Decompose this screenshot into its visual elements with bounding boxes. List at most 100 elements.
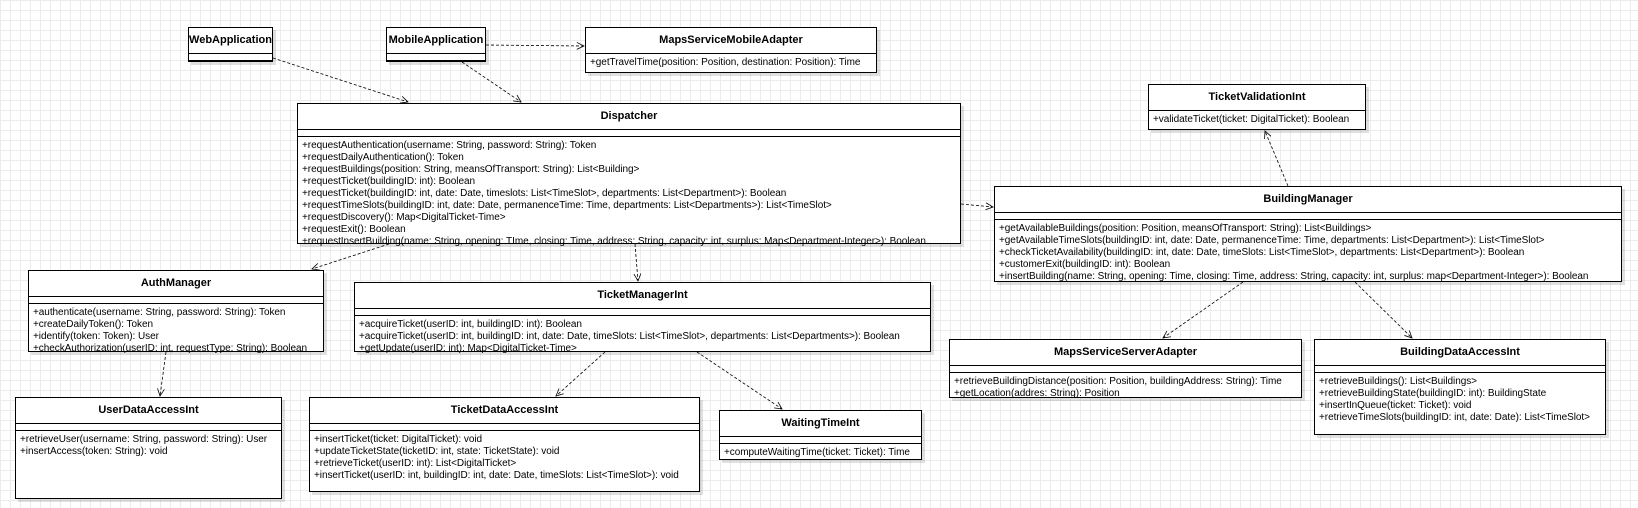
operation: +acquireTicket(userID: int, buildingID: … [359,319,582,330]
attributes-compartment [310,424,699,431]
operation: +requestTimeSlots(buildingID: int, date:… [302,200,832,211]
operation: +requestBuildings(position: String, mean… [302,164,640,175]
operation: +retrieveBuildings(): List<Buildings> [1319,376,1477,387]
class-dispatcher[interactable]: Dispatcher +requestAuthentication(userna… [297,103,961,247]
attributes-compartment [355,309,930,316]
operation: +checkAuthorization(userID: int, request… [33,343,307,354]
operation: +createDailyToken(): Token [33,319,153,330]
open-arrowhead [1162,330,1171,339]
operation: +requestInsertBuilding(name: String, ope… [302,236,926,247]
attributes-compartment [29,297,323,304]
operation: +identify(token: Token): User [33,331,159,342]
operation: +checkTicketAvailability(buildingID: int… [999,247,1525,258]
operation: +getUpdate(userID: int): Map<DigitalTick… [359,343,577,354]
operation: +computeWaitingTime(ticket: Ticket): Tim… [724,447,910,458]
attributes-compartment [995,213,1621,220]
operation: +getAvailableTimeSlots(buildingID: int, … [999,235,1545,246]
class-building-data-access-int[interactable]: BuildingDataAccessInt +retrieveBuildings… [1314,339,1606,435]
operations-compartment: +computeWaitingTime(ticket: Ticket): Tim… [720,444,921,461]
operations-compartment: +acquireTicket(userID: int, buildingID: … [355,316,930,357]
operations-compartment: +validateTicket(ticket: DigitalTicket): … [1149,111,1365,128]
operation: +retrieveUser(username: String, password… [20,434,268,445]
class-web-application[interactable]: WebApplication [188,27,273,62]
operation: +insertInQueue(ticket: Ticket): void [1319,400,1472,411]
operations-compartment: +getAvailableBuildings(position: Positio… [995,220,1621,285]
dependency-arrow [960,202,994,211]
class-name: TicketDataAccessInt [310,398,699,424]
dependency-arrow [1354,281,1413,339]
dependency-arrow [696,351,783,410]
class-name: MapsServiceServerAdapter [950,340,1301,366]
class-ticket-validation-int[interactable]: TicketValidationInt +validateTicket(tick… [1148,84,1366,130]
class-building-manager[interactable]: BuildingManager +getAvailableBuildings(p… [994,186,1622,282]
operation: +getTravelTime(position: Position, desti… [590,57,861,68]
dependency-line [696,351,783,410]
open-arrowhead [633,273,642,282]
dependency-line [555,351,606,397]
class-name: AuthManager [29,271,323,297]
attributes-compartment [950,366,1301,373]
operations-compartment [189,61,272,66]
dependency-arrow [461,61,522,103]
operation: +retrieveBuildingState(buildingID: int):… [1319,388,1547,399]
operation: +insertAccess(token: String): void [20,446,168,457]
dependency-line [272,57,409,103]
class-user-data-access-int[interactable]: UserDataAccessInt +retrieveUser(username… [15,397,282,499]
operation: +getAvailableBuildings(position: Positio… [999,223,1372,234]
attributes-compartment [298,130,960,137]
class-waiting-time-int[interactable]: WaitingTimeInt +computeWaitingTime(ticke… [719,410,922,460]
dependency-line [1264,130,1289,187]
class-ticket-manager-int[interactable]: TicketManagerInt +acquireTicket(userID: … [354,282,931,354]
class-maps-service-server-adapter[interactable]: MapsServiceServerAdapter +retrieveBuildi… [949,339,1302,399]
dependency-arrow [555,351,606,397]
attributes-compartment [1315,366,1605,373]
dependency-arrow [1264,130,1289,187]
class-name: MapsServiceMobileAdapter [586,28,876,54]
operation: +validateTicket(ticket: DigitalTicket): … [1153,114,1350,125]
dependency-line [634,243,639,282]
operation: +retrieveTimeSlots(buildingID: int, date… [1319,412,1590,423]
dependency-arrow [272,57,409,104]
operations-compartment [387,61,485,66]
operations-compartment: +requestAuthentication(username: String,… [298,137,960,250]
dependency-line [159,351,167,397]
class-auth-manager[interactable]: AuthManager +authenticate(username: Stri… [28,270,324,354]
operation: +retrieveTicket(userID: int): List<Digit… [314,458,517,469]
open-arrowhead [311,263,320,271]
operation: +requestDailyAuthentication(): Token [302,152,464,163]
class-mobile-application[interactable]: MobileApplication [386,27,486,62]
class-name: TicketManagerInt [355,283,930,309]
open-arrowhead [985,202,994,211]
operation: +updateTicketState(ticketID: int, state:… [314,446,560,457]
class-name: BuildingDataAccessInt [1315,340,1605,366]
attributes-compartment [189,54,272,61]
operation: +requestExit(): Boolean [302,224,406,235]
operation: +requestTicket(buildingID: int, date: Da… [302,188,787,199]
dependency-line [311,243,390,270]
operations-compartment: +retrieveBuildings(): List<Buildings>+re… [1315,373,1605,426]
operation: +requestAuthentication(username: String,… [302,140,597,151]
operation: +insertBuilding(name: String, opening: T… [999,271,1589,282]
attributes-compartment [16,424,281,431]
dependency-line [960,203,994,208]
operation: +requestTicket(buildingID: int): Boolean [302,176,476,187]
class-name: WebApplication [189,28,272,54]
class-ticket-data-access-int[interactable]: TicketDataAccessInt +insertTicket(ticket… [309,397,700,492]
operation: +retrieveBuildingDistance(position: Posi… [954,376,1282,387]
dependency-arrow [157,351,167,397]
attributes-compartment [720,437,921,444]
class-maps-service-mobile-adapter[interactable]: MapsServiceMobileAdapter +getTravelTime(… [585,27,877,73]
dependency-line [485,44,585,47]
operation: +customerExit(buildingID: int): Boolean [999,259,1171,270]
open-arrowhead [576,42,585,50]
operation: +insertTicket(userID: int, buildingID: i… [314,470,679,481]
class-name: UserDataAccessInt [16,398,281,424]
class-name: MobileApplication [387,28,485,54]
operation: +insertTicket(ticket: DigitalTicket): vo… [314,434,483,445]
operation: +acquireTicket(userID: int, buildingID: … [359,331,900,342]
operations-compartment: +getTravelTime(position: Position, desti… [586,54,876,71]
operations-compartment: +retrieveBuildingDistance(position: Posi… [950,373,1301,402]
open-arrowhead [513,94,522,103]
operation: +authenticate(username: String, password… [33,307,286,318]
